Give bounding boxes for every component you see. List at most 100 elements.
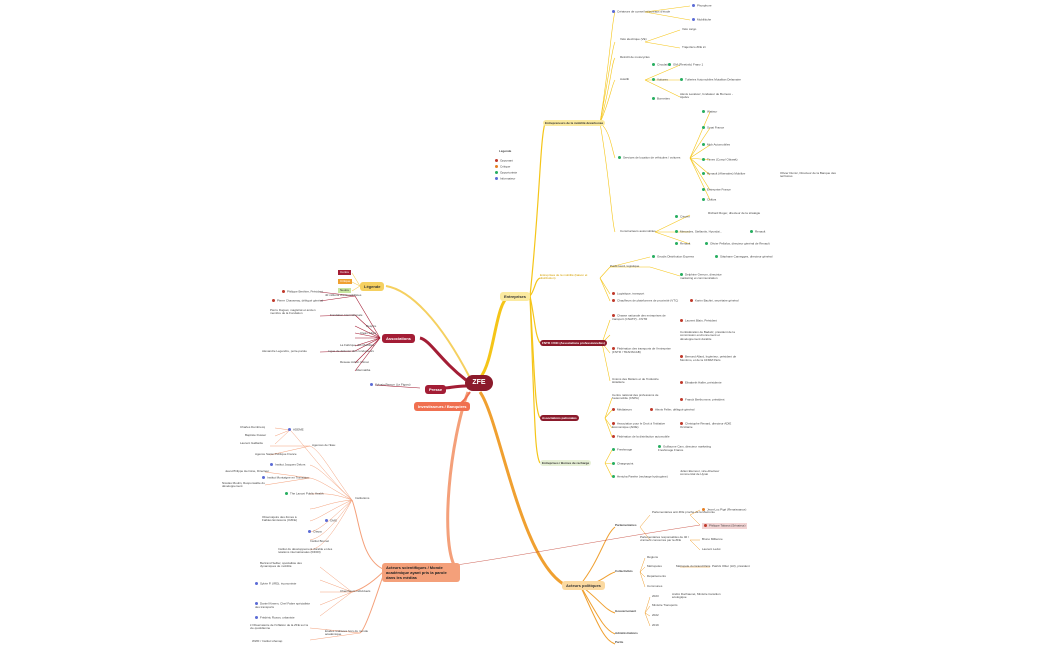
node-baptiste-dusser[interactable]: Baptiste Dusser <box>245 433 267 437</box>
node-2023[interactable]: 2023 <box>652 594 659 598</box>
node-fntr-transcab[interactable]: Fédération des transports de l'entrepris… <box>612 346 671 354</box>
node-parlementaires-anti[interactable]: Parlementaires anti ZFE proche de la Mac… <box>652 510 715 514</box>
node-stephane-camegges[interactable]: Stéphane Camegges, directeur général <box>715 255 772 259</box>
node-departements[interactable]: Départements <box>647 574 666 578</box>
node-chauffeurs-vtc[interactable]: Chauffeurs de plateformes de proximité (… <box>612 299 678 303</box>
node-alternatiba[interactable]: Alternatiba <box>356 368 371 372</box>
node-clean-cities[interactable]: Clean Cities <box>360 331 377 335</box>
central-topic[interactable]: ZFE <box>465 375 493 391</box>
node-daniel-kirwen[interactable]: Daniel Kirwen, Chef Fabre spécialiste de… <box>255 601 311 609</box>
node-phosphore[interactable]: Phosphore <box>692 4 712 8</box>
node-ademe[interactable]: ADEME <box>288 428 304 432</box>
node-renault[interactable]: Renault <box>750 230 765 234</box>
node-citroen[interactable]: Citroën <box>675 215 690 219</box>
node-services-location[interactable]: Services de location de véhicules / voit… <box>618 156 680 160</box>
node-wwf-lifemap[interactable]: WWF / Institut Lifemap <box>252 639 283 643</box>
node-ministre-transports[interactable]: Ministre Transports <box>652 603 678 607</box>
node-pierre-duguet[interactable]: Pierre Duguet, magistrat et ancien membr… <box>270 308 316 316</box>
node-velo-cargo[interactable]: Vélo cargo <box>682 27 697 31</box>
branch-acteurs-scientifiques[interactable]: Acteurs scientifiques / Monde académique… <box>382 563 460 582</box>
node-sylvain-person[interactable]: Sylvain Person (Le Figaro) <box>370 383 411 387</box>
node-entreprise-france[interactable]: Entreprise France <box>702 188 731 192</box>
node-fabrique-mobilites[interactable]: La Fabrique des Mobilités <box>340 343 375 347</box>
node-regions[interactable]: Régions <box>647 555 659 559</box>
node-jean-luc-pige[interactable]: Jean-Luc Pigé (Renaissance) <box>702 508 746 512</box>
section-bornes-recharge[interactable]: Entreprises / Bornes de recharge <box>540 460 592 466</box>
node-laurent-ledot[interactable]: Laurent Ledot <box>702 547 721 551</box>
node-cnatp[interactable]: Chasse nationale des entreprises de tran… <box>612 313 666 321</box>
node-elisabeth-haller[interactable]: Elisabeth Haller, présidente <box>680 381 722 385</box>
node-frederic-rozan[interactable]: Frédéric Rozan, urbaniste <box>255 616 295 620</box>
node-bruno-millienne[interactable]: Bruno Millienne <box>702 537 723 541</box>
node-badwiz[interactable]: Confédération de Badwiz, président de la… <box>680 330 735 341</box>
node-institutions[interactable]: Institutions <box>355 496 370 500</box>
node-guillaume-cam[interactable]: Guillaume Cam, directeur marketing Fresh… <box>658 444 712 452</box>
node-freshmage[interactable]: Freshmage <box>612 448 632 452</box>
node-alexis-lecalvez[interactable]: Alexis Lecalvez, fondateur de Borneco - … <box>680 92 734 100</box>
node-andre-duchaunet[interactable]: André Duchaunet, Ministre transition éco… <box>672 592 721 600</box>
node-richard-roger[interactable]: Richard Roger, directeur de la stratégie <box>708 211 761 215</box>
node-cnpa[interactable]: Centre national des professions de l'aut… <box>612 393 659 401</box>
node-julien-elemoor[interactable]: Julien Elemoor, vice-directeur commercia… <box>680 469 720 477</box>
node-smat-france[interactable]: Smat France <box>702 126 724 130</box>
node-agences-eau[interactable]: Agences de l'Eau <box>312 443 336 447</box>
node-createurs-conseil[interactable]: Créateurs de conseil et bureaux d'étude <box>612 10 670 14</box>
node-cultiva[interactable]: Cultiva <box>702 198 716 202</box>
node-tuileries[interactable]: Tuileries Automobiles Mutalitan Delamair… <box>680 78 741 82</box>
node-gm-fleetinfo[interactable]: GM (Fleetinfo) Franz 1 <box>668 63 703 67</box>
node-mediateurs[interactable]: Médiateurs <box>612 408 632 412</box>
node-christophe-renard[interactable]: Christophe Renard, directeur ADIE Occita… <box>680 421 732 429</box>
node-communes[interactable]: Communes <box>647 584 663 588</box>
node-chercheurs[interactable]: Chercheurs individuels <box>340 589 371 593</box>
node-mobilitiche[interactable]: Mobilitiche <box>692 18 711 22</box>
node-reseau-action-climat[interactable]: Réseau Action Climat <box>340 360 369 364</box>
node-metropoles[interactable]: Métropoles <box>647 564 662 568</box>
node-wattsur[interactable]: Wattsur <box>702 110 717 114</box>
node-adie[interactable]: Association pour le Droit à l'Initiative… <box>612 421 666 429</box>
node-iddri[interactable]: Institut du développement durable et des… <box>278 547 333 555</box>
node-autolib[interactable]: Autolib <box>620 77 630 81</box>
node-gouvernement[interactable]: Gouvernement <box>615 609 637 613</box>
node-2022[interactable]: 2022 <box>652 613 659 617</box>
node-institut-montaigne[interactable]: Institut Montaigne en Transition <box>262 476 309 480</box>
section-fntr[interactable]: FNTR / FNC (Associations professionnelle… <box>540 340 607 346</box>
node-umih[interactable]: Unions des Métiers et de l'Industrie Hôt… <box>612 377 659 385</box>
node-olivier-pellafos[interactable]: Olivier Pellafos, directeur général de R… <box>705 242 770 246</box>
node-jacques-delors[interactable]: Institut Jacques Delors <box>270 463 305 467</box>
node-times[interactable]: Times (Comp/ Obiwak) <box>702 158 738 162</box>
node-bertrand-sellier[interactable]: Bertrand Sellier, spécialiste des dynami… <box>260 561 302 569</box>
node-hertcha[interactable]: Hertcha Parehe (recharge hydrogène) <box>612 475 668 479</box>
node-alexandre-legendre[interactable]: Alexandre Legendre, porte-parole <box>262 349 307 353</box>
branch-acteurs-politiques[interactable]: Acteurs politiques <box>562 581 605 590</box>
node-collectivites[interactable]: Collectivités <box>615 569 633 573</box>
node-federation-distribution[interactable]: Fédération de la distribution automobile <box>612 435 670 439</box>
section-entrepreneurs-mobilite[interactable]: Entrepreneurs de la mobilité décarbonée <box>543 120 606 126</box>
node-nicolas-moulin[interactable]: Nicolas Moulin, Responsable du développe… <box>222 481 265 489</box>
branch-legende[interactable]: Légende <box>360 282 385 291</box>
node-oms[interactable]: OMS <box>325 519 337 523</box>
node-parlementaires[interactable]: Parlementaires <box>615 523 637 527</box>
node-sylvie-p[interactable]: Sylvie P. (IRD), économiste <box>255 582 313 586</box>
node-40-millions[interactable]: 40 millions d'automobilistes <box>325 293 362 297</box>
node-logistique-transport[interactable]: Logistique, transport <box>612 292 644 296</box>
node-franck-berthomme[interactable]: Franck Berthomme, président <box>680 398 725 402</box>
node-karim-bachiri[interactable]: Karim Bachiri, secrétaire général <box>690 299 739 303</box>
node-2019[interactable]: 2019 <box>652 623 659 627</box>
node-trajet-eco[interactable]: Trajet Eco ZFE ici <box>682 45 706 49</box>
node-chargepoint[interactable]: Chargepoint <box>612 462 633 466</box>
node-lancet[interactable]: The Lancet Public Health <box>285 492 324 496</box>
node-bernard-allard[interactable]: Bernard Allard, Ingénieur, président de … <box>680 354 737 362</box>
node-ozfe[interactable]: Observatoire des Zones à Faibles Émissio… <box>262 515 298 523</box>
node-observatoire-inflation[interactable]: L'Observatoire de l'inflation de la ZFE … <box>250 623 309 631</box>
node-delphine-gerrum[interactable]: Delphine Gerrum, directrice marketing et… <box>680 272 722 280</box>
node-constructeurs[interactable]: Constructeurs automobiles <box>620 229 656 233</box>
node-circulation[interactable]: Circulation <box>652 63 671 67</box>
node-mob-automobiles[interactable]: Mob Automobiles <box>702 143 730 147</box>
node-administrations[interactable]: Administrations <box>615 631 638 635</box>
node-pierre-chasseray[interactable]: Pierre Chasseray, délégué général <box>272 299 323 303</box>
node-voitures[interactable]: Voitures <box>652 78 668 82</box>
node-philippe-berthier[interactable]: Philippe Berthier, Président <box>282 290 323 294</box>
branch-entreprises[interactable]: Entreprises <box>500 292 531 301</box>
node-geodis[interactable]: Geodis Distribution Express <box>652 255 694 259</box>
node-poids-lourd[interactable]: Poids lourd, logistique <box>610 264 640 268</box>
